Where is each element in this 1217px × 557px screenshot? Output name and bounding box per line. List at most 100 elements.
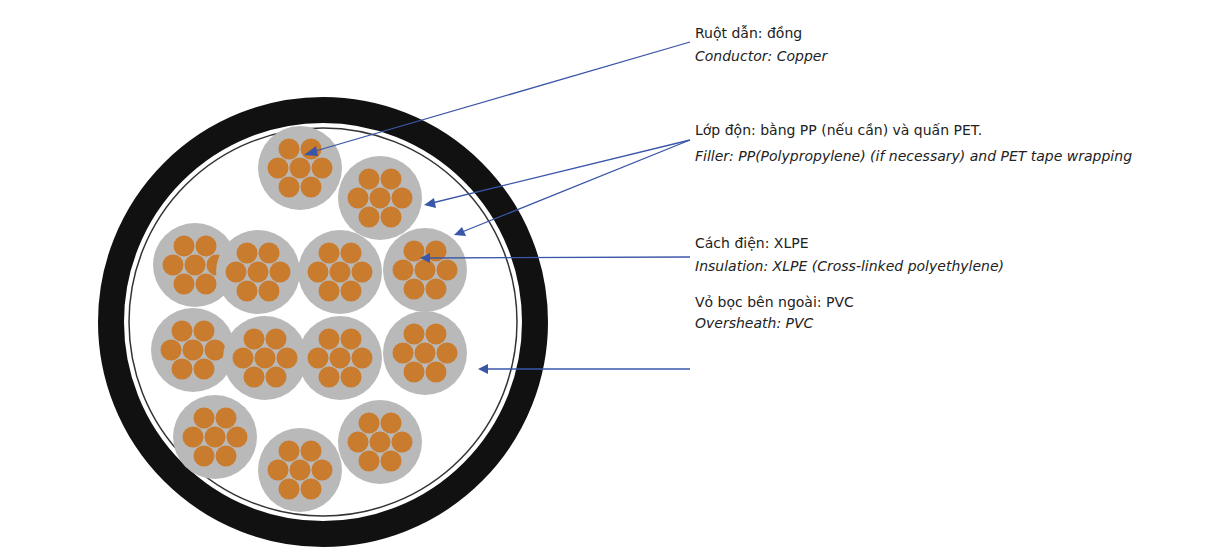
copper-strand — [172, 321, 193, 342]
copper-strand — [194, 321, 215, 342]
xlpe-insulation — [298, 230, 382, 314]
copper-strand — [279, 177, 300, 198]
copper-strand — [404, 362, 425, 383]
copper-strand — [205, 340, 226, 361]
copper-strand — [194, 446, 215, 467]
copper-strand — [392, 432, 413, 453]
copper-strand — [279, 441, 300, 462]
xlpe-insulation — [173, 395, 257, 479]
copper-strand — [319, 243, 340, 264]
copper-strand — [381, 413, 402, 434]
copper-strand — [244, 367, 265, 388]
copper-strand — [348, 188, 369, 209]
copper-strand — [319, 367, 340, 388]
copper-strand — [404, 279, 425, 300]
copper-strand — [194, 408, 215, 429]
vietnamese-label: Cách điện: XLPE — [695, 234, 808, 252]
pvc-oversheath — [111, 110, 535, 534]
copper-strand — [348, 432, 369, 453]
english-label: Insulation: XLPE (Cross-linked polyethyl… — [695, 257, 1004, 275]
copper-strand — [393, 260, 414, 281]
copper-strand — [196, 274, 217, 295]
copper-strand — [359, 451, 380, 472]
copper-strand — [279, 479, 300, 500]
copper-strand — [404, 324, 425, 345]
copper-strand — [237, 243, 258, 264]
copper-strand — [183, 340, 204, 361]
copper-strand — [330, 348, 351, 369]
xlpe-insulation — [383, 228, 467, 312]
copper-strand — [312, 158, 333, 179]
xlpe-insulation — [258, 126, 342, 210]
copper-strand — [163, 255, 184, 276]
copper-strand — [290, 158, 311, 179]
copper-strand — [437, 343, 458, 364]
copper-strand — [393, 343, 414, 364]
xlpe-insulation — [298, 316, 382, 400]
copper-strand — [301, 479, 322, 500]
copper-strand — [259, 281, 280, 302]
english-label: Oversheath: PVC — [695, 314, 813, 332]
copper-strand — [266, 367, 287, 388]
copper-strand — [381, 207, 402, 228]
copper-strand — [270, 262, 291, 283]
copper-strand — [161, 340, 182, 361]
copper-strand — [341, 281, 362, 302]
copper-strand — [266, 329, 287, 350]
copper-strand — [341, 243, 362, 264]
xlpe-insulation — [223, 316, 307, 400]
copper-strand — [319, 329, 340, 350]
insulated-cores — [151, 126, 467, 512]
arrow-heads — [304, 146, 488, 374]
vietnamese-label: Vỏ bọc bên ngoài: PVC — [695, 293, 854, 311]
copper-strand — [341, 367, 362, 388]
copper-strand — [319, 281, 340, 302]
copper-strand — [341, 329, 362, 350]
xlpe-insulation — [338, 156, 422, 240]
copper-strand — [426, 279, 447, 300]
vietnamese-label: Ruột dẫn: đồng — [695, 24, 802, 42]
copper-strand — [194, 359, 215, 380]
copper-strand — [381, 451, 402, 472]
xlpe-insulation — [258, 428, 342, 512]
copper-strand — [392, 188, 413, 209]
copper-strand — [352, 262, 373, 283]
copper-strand — [205, 427, 226, 448]
copper-strand — [290, 460, 311, 481]
copper-strand — [415, 343, 436, 364]
copper-strand — [233, 348, 254, 369]
copper-strand — [426, 362, 447, 383]
english-label: Filler: PP(Polypropylene) (if necessary)… — [695, 147, 1132, 165]
copper-strand — [174, 236, 195, 257]
copper-strand — [174, 274, 195, 295]
copper-strand — [268, 460, 289, 481]
copper-strand — [216, 446, 237, 467]
copper-strand — [308, 348, 329, 369]
copper-strand — [183, 427, 204, 448]
xlpe-insulation — [338, 400, 422, 484]
copper-strand — [426, 324, 447, 345]
copper-strand — [255, 348, 276, 369]
vietnamese-label: Lớp độn: bằng PP (nếu cần) và quấn PET. — [695, 121, 982, 139]
copper-strand — [312, 460, 333, 481]
copper-strand — [308, 262, 329, 283]
copper-strand — [172, 359, 193, 380]
copper-strand — [196, 236, 217, 257]
copper-strand — [359, 207, 380, 228]
copper-strand — [352, 348, 373, 369]
leader-lines — [312, 42, 690, 369]
copper-strand — [301, 177, 322, 198]
copper-strand — [259, 243, 280, 264]
copper-strand — [330, 262, 351, 283]
xlpe-insulation — [383, 311, 467, 395]
copper-strand — [359, 169, 380, 190]
copper-strand — [279, 139, 300, 160]
copper-strand — [359, 413, 380, 434]
copper-strand — [301, 441, 322, 462]
copper-strand — [248, 262, 269, 283]
copper-strand — [381, 169, 402, 190]
copper-strand — [185, 255, 206, 276]
xlpe-insulation — [151, 308, 235, 392]
copper-strand — [268, 158, 289, 179]
